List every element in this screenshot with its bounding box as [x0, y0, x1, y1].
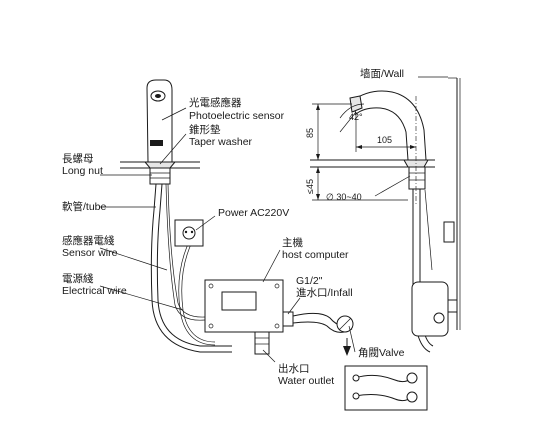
side-host-box	[411, 281, 449, 337]
taper-washer-en-label: Taper washer	[189, 136, 253, 148]
valve-label: 角閥Valve	[358, 347, 405, 359]
infall-label: 進水口/Infall	[296, 287, 353, 299]
faucet-outlet-hole	[155, 94, 161, 98]
sensor-wire-line-2	[167, 183, 206, 318]
photoelectric-sensor-window	[150, 140, 163, 146]
dimension-lines	[312, 76, 448, 205]
labels: 光電感應器 Photoelectric sensor 錐形墊 Taper was…	[62, 67, 405, 387]
long-nut-zh-label: 長螺母	[62, 153, 94, 165]
hose-tube-outer	[156, 183, 232, 347]
spout-body	[351, 90, 427, 161]
detail-arrow-icon	[343, 346, 351, 356]
long-nut-en-label: Long nut	[62, 165, 103, 177]
inlet-fitting	[282, 311, 294, 327]
water-outlet-en-label: Water outlet	[278, 375, 334, 387]
leader-lines	[99, 107, 356, 363]
long-nut-part	[149, 167, 171, 185]
side-socket	[443, 221, 455, 243]
photoelectric-sensor-zh-label: 光電感應器	[189, 96, 242, 109]
water-outlet-zh-label: 出水口	[278, 362, 310, 375]
water-outlet-pipe	[254, 331, 270, 355]
faucet-side-view	[310, 77, 461, 353]
electrical-wire-en-label: Electrical wire	[62, 285, 127, 297]
taper-washer-part	[143, 161, 177, 169]
host-computer-en-label: host computer	[282, 249, 349, 261]
taper-washer-zh-label: 錐形墊	[189, 123, 221, 136]
wall-label: 墙面/Wall	[360, 67, 404, 80]
valve-detail-box	[344, 365, 428, 411]
reach-dimension: 105	[377, 135, 392, 145]
host-computer-zh-label: 主機	[282, 236, 303, 249]
hose-tube	[150, 183, 232, 353]
electrical-wire-zh-label: 電源綫	[62, 272, 94, 285]
host-computer-box	[204, 279, 354, 355]
angle-dimension: 42°	[349, 112, 363, 122]
inlet-size-label: G1/2"	[296, 275, 323, 287]
sensor-wire-line	[165, 183, 206, 321]
power-label: Power AC220V	[218, 207, 289, 219]
electrical-wire-line	[178, 239, 216, 346]
hole-diameter-dimension: ∅ 30~40	[326, 192, 362, 202]
photoelectric-sensor-en-label: Photoelectric sensor	[189, 110, 285, 122]
tube-label: 軟管/tube	[62, 200, 107, 213]
height-dimension: 85	[305, 128, 315, 138]
sensor-wire-en-label: Sensor wire	[62, 247, 118, 259]
max-thickness-dimension: ≤45	[305, 179, 315, 194]
sensor-wire-zh-label: 感應器電綫	[62, 234, 115, 247]
